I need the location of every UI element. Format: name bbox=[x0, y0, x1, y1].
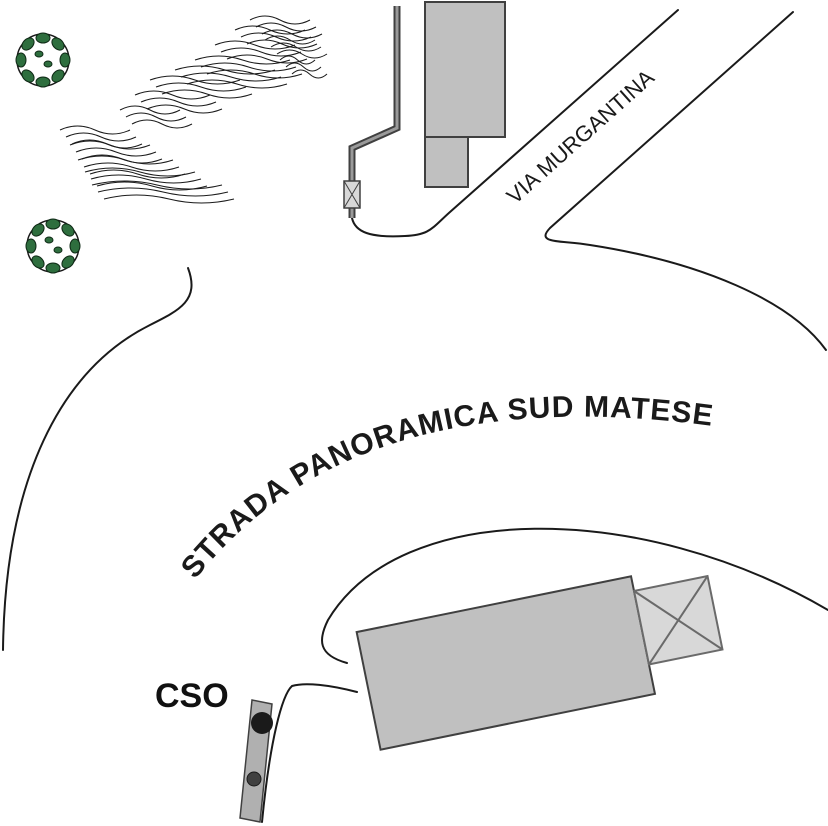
slope-hatch-stroke bbox=[161, 89, 253, 99]
slope-hatch-stroke bbox=[194, 55, 291, 65]
slope-hatch-stroke bbox=[186, 79, 288, 89]
slope-hatch-stroke bbox=[90, 174, 202, 184]
slope-hatch-stroke bbox=[249, 15, 311, 25]
slope-hatch-stroke bbox=[226, 54, 308, 64]
slope-hatch-stroke bbox=[91, 180, 223, 190]
building-north bbox=[424, 1, 506, 138]
slope-hatch-stroke bbox=[234, 25, 306, 35]
station-label: CSO bbox=[155, 677, 229, 715]
slope-hatch-stroke bbox=[220, 47, 302, 57]
slope-hatching bbox=[59, 15, 328, 204]
slope-hatch-stroke bbox=[279, 55, 316, 65]
slope-hatch-stroke bbox=[69, 140, 151, 150]
tree-icon bbox=[15, 32, 71, 88]
slope-hatch-stroke bbox=[255, 22, 317, 32]
slope-hatch-stroke bbox=[240, 32, 312, 42]
via-murgantina-edge-west bbox=[351, 9, 679, 238]
manhole-dot-icon bbox=[246, 771, 262, 787]
station-dot-icon bbox=[251, 712, 273, 734]
slope-hatch-stroke bbox=[125, 112, 187, 122]
slope-hatch-stroke bbox=[270, 42, 322, 52]
cso-conduit bbox=[239, 699, 273, 823]
slope-hatch-stroke bbox=[200, 62, 297, 72]
side-road-label-path: VIA MURGANTINA bbox=[502, 64, 659, 208]
via-murgantina-edge-east bbox=[544, 11, 827, 351]
slope-hatch-stroke bbox=[103, 194, 235, 204]
building-north-annex bbox=[424, 136, 469, 188]
main-road-label: STRADA PANORAMICA SUD MATESE bbox=[175, 391, 716, 585]
slope-hatch-stroke bbox=[285, 62, 322, 72]
building-south bbox=[355, 574, 724, 751]
slope-hatch-stroke bbox=[119, 105, 181, 115]
slope-hatch-stroke bbox=[291, 69, 328, 79]
slope-hatch-stroke bbox=[206, 69, 303, 79]
slope-hatch-stroke bbox=[261, 29, 323, 39]
slope-hatch-stroke bbox=[75, 147, 157, 157]
slope-hatch-stroke bbox=[89, 169, 186, 179]
slope-hatch-stroke bbox=[84, 167, 196, 177]
slope-hatch-stroke bbox=[276, 49, 328, 59]
slope-hatch-stroke bbox=[264, 35, 316, 45]
slope-hatch-stroke bbox=[59, 125, 131, 135]
slope-hatch-stroke bbox=[131, 119, 193, 129]
road-edge-left bbox=[2, 267, 193, 651]
slope-hatch-stroke bbox=[155, 82, 247, 92]
slope-hatch-stroke bbox=[97, 187, 229, 197]
slope-hatch-stroke bbox=[180, 72, 282, 82]
slope-hatch-stroke bbox=[246, 39, 318, 49]
slope-hatch-stroke bbox=[214, 40, 296, 50]
slope-hatch-stroke bbox=[149, 75, 241, 85]
side-road-label: VIA MURGANTINA bbox=[502, 64, 659, 208]
slope-hatch-stroke bbox=[65, 132, 137, 142]
road-edge-inner-arc bbox=[321, 527, 828, 664]
slope-hatch-stroke bbox=[83, 162, 180, 172]
slope-hatch-stroke bbox=[140, 97, 217, 107]
slope-hatch-stroke bbox=[77, 155, 174, 165]
main-road-label-path: STRADA PANORAMICA SUD MATESE bbox=[175, 391, 715, 585]
tree-icon bbox=[25, 218, 81, 274]
slope-hatch-stroke bbox=[146, 104, 223, 114]
road-edge-inner-lower bbox=[261, 683, 358, 823]
valve-icon bbox=[343, 180, 361, 209]
slope-hatch-stroke bbox=[134, 90, 211, 100]
